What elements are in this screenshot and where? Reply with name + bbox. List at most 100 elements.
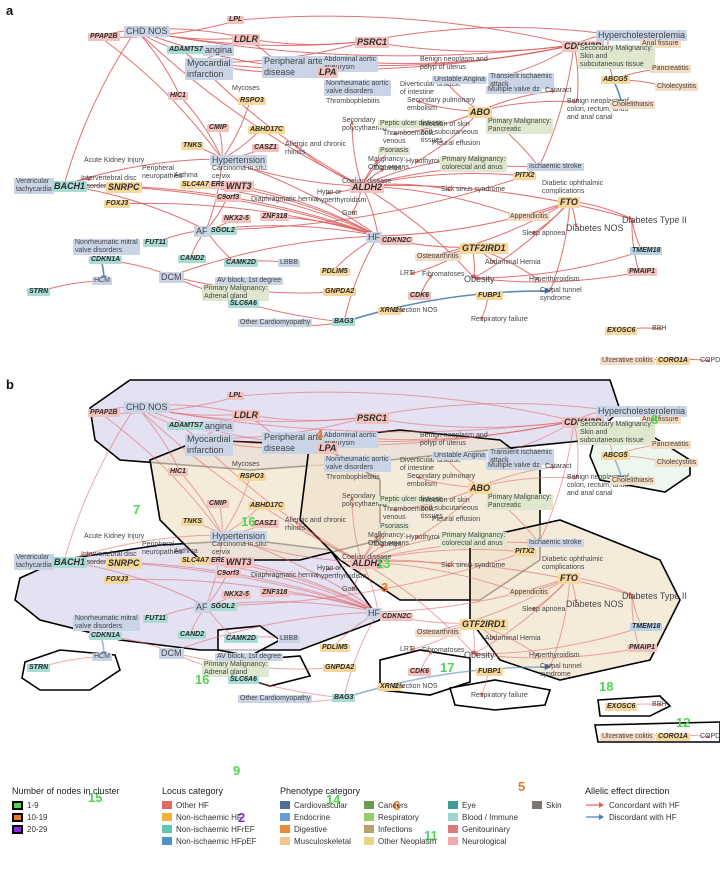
node-a-multiple-valve: Multiple valve dz: [486, 86, 542, 94]
edge-b-FTO-carpal: [549, 576, 571, 668]
node-a-cholelithiasis: Cholelithiasis: [610, 101, 656, 109]
node-a-interverteb: Intervertebral disc disorders: [81, 175, 137, 190]
node-b-erbb2: ERBB2: [209, 557, 237, 565]
node-a-diabetic-opht: Diabetic ophthalmic complications: [542, 180, 604, 195]
legend-item: Infections: [364, 823, 448, 835]
node-b-gnpda2: GNPDA2: [323, 664, 357, 672]
edge-b-CDKN2B-ischaemic_stroke: [538, 420, 575, 544]
cluster-number-label: 16: [195, 672, 210, 687]
legend-swatch: [162, 813, 172, 821]
node-b-pleural: Pleural effusion: [432, 516, 481, 523]
edge-b-PPAP2B-hypertension: [99, 412, 223, 536]
node-b-peptic: Peptic ulcer disease: [378, 496, 445, 504]
node-a-hypertension: Hypertension: [210, 155, 268, 166]
node-a-resp-failure: Respiratory failure: [471, 316, 528, 323]
node-a-strn: STRN: [27, 288, 51, 296]
node-b-sec-malignancy: Secondary Malignancy: Skin and subcutane…: [578, 421, 655, 445]
node-b-snrpc: SNRPC: [106, 558, 142, 569]
node-a-gtf2ird1: GTF2IRD1: [460, 243, 508, 254]
node-b-myocardial: Myocardial infarction: [185, 434, 233, 456]
legend-label: Eye: [462, 800, 476, 810]
node-b-psrc1: PSRC1: [355, 413, 390, 424]
node-a-tnks: TNKS: [181, 142, 205, 150]
node-b-thromboembolic: Thromboembolic venous: [383, 506, 436, 521]
node-a-fubp1: FUBP1: [476, 292, 503, 300]
cluster-number-label: 5: [518, 779, 526, 794]
node-a-pancreatitis: Pancreatitis: [650, 65, 691, 73]
legend-label: 1-9: [27, 800, 39, 810]
edge-b-FTO-HF: [377, 576, 571, 614]
node-b-copd: COPD: [700, 733, 720, 740]
edge-a-FTO-HF: [377, 200, 571, 238]
edge-a-ALDH2-diabetes_t2: [361, 184, 633, 221]
edge-b-BAG3-carpal: [343, 663, 552, 699]
legend-label: Blood / Immune: [462, 812, 519, 822]
legend-item: Musculoskeletal: [280, 835, 364, 847]
node-a-copd: COPD: [700, 357, 720, 364]
node-a-znf318: ZNF318: [260, 213, 290, 221]
node-a-pulm-embolism: Secondary pulmonary embolism: [407, 97, 476, 112]
node-b-angina: angina: [203, 421, 235, 432]
node-a-aldh2: ALDH2: [350, 182, 385, 193]
node-a-sec-malignancy: Secondary Malignancy: Skin and subcutane…: [578, 45, 655, 69]
node-a-dcm: DCM: [159, 272, 184, 283]
node-a-ischaemic-stroke: Ischaemic stroke: [527, 163, 584, 171]
edge-a-LPL-CDKN2B: [238, 15, 575, 47]
edge-a-CDKN2B-PSRC1: [366, 39, 575, 52]
legend-swatch: [12, 812, 23, 822]
node-b-cholecystitis: Cholecystitis: [655, 459, 699, 467]
node-b-cataract: Cataract: [545, 463, 572, 470]
legend-item: Endocrine: [280, 811, 364, 823]
node-a-slc6a6: SLC6A6: [228, 300, 259, 308]
node-b-resp-failure: Respiratory failure: [471, 692, 528, 699]
legend-label: 10-19: [27, 812, 48, 822]
node-b-fto: FTO: [558, 573, 580, 584]
node-a-hyperchol: Hypercholesterolemia: [596, 30, 688, 41]
node-b-coro1a: CORO1A: [656, 733, 690, 741]
legend-item: Skin: [532, 799, 580, 811]
node-b-sgol2: SGOL2: [209, 603, 237, 611]
node-b-carcinoma: Carcinoma in situ: cervix: [212, 541, 269, 556]
node-a-other-cardio: Other Cardiomyopathy: [238, 319, 313, 327]
legend-swatch: [280, 813, 290, 821]
node-a-carpal: Carpal tunnel syndrome: [540, 287, 582, 302]
panel-b-label: b: [6, 377, 14, 392]
node-b-acute-kidney: Acute Kidney Injury: [84, 533, 145, 540]
node-b-infection-skin: Infection of skin and subcutaneous tissu…: [421, 497, 479, 520]
edge-b-TMEM18-obesity: [473, 626, 643, 656]
cluster-number-label: 8: [651, 412, 659, 427]
node-b-mycoses: Mycoses: [232, 461, 260, 468]
node-a-coro1a: CORO1A: [656, 357, 690, 365]
node-b-lpa: LPA: [317, 443, 339, 454]
edge-b-PSRC1-hyperchol: [366, 403, 609, 418]
node-a-asthma: Asthma: [174, 172, 198, 179]
edge-b-BAG3-HF: [343, 611, 379, 699]
node-b-coeliac: Coeliac disease: [342, 554, 392, 561]
node-b-tnks: TNKS: [181, 518, 205, 526]
node-b-bph: BPH: [652, 701, 667, 708]
node-a-camk2d: CAMK2D: [224, 259, 258, 267]
edge-b-FTO-osteoarthritis: [426, 576, 571, 635]
node-a-nkx2-5: NKX2-5: [222, 215, 251, 223]
node-b-af: AF: [194, 602, 210, 613]
node-b-pulm-embolism: Secondary pulmonary embolism: [407, 473, 476, 488]
node-a-lrti: LRTI: [400, 270, 416, 277]
edge-b-CDKN2B-CHD_NOS: [135, 404, 575, 433]
legend-swatch: [162, 801, 172, 809]
legend-label: Cardiovascular: [294, 800, 348, 810]
legend-item: Cardiovascular: [280, 799, 364, 811]
legend-item: Blood / Immune: [448, 811, 532, 823]
legend-item: Non-ischaemic HFpEF: [162, 835, 256, 847]
node-a-abhd17c: ABHD17C: [248, 126, 286, 134]
node-a-diaphragm: Diaphragmatic hernia: [251, 196, 318, 203]
legend-item: Concordant with HF: [585, 799, 680, 811]
node-a-foxj3: FOXJ3: [104, 200, 131, 208]
node-b-transient: Transient ischaemic attack: [488, 449, 554, 465]
node-b-slc6a6: SLC6A6: [228, 676, 259, 684]
node-a-diabetes-nos: Diabetes NOS: [566, 223, 624, 233]
node-b-unstable-angina: Unstable Angina: [432, 452, 487, 460]
node-b-pdlim5: PDLIM5: [320, 644, 350, 652]
node-b-obesity: Obesity: [464, 650, 495, 660]
edge-a-FTO-osteoarthritis: [426, 200, 571, 259]
node-b-exosc6: EXOSC6: [605, 703, 638, 711]
